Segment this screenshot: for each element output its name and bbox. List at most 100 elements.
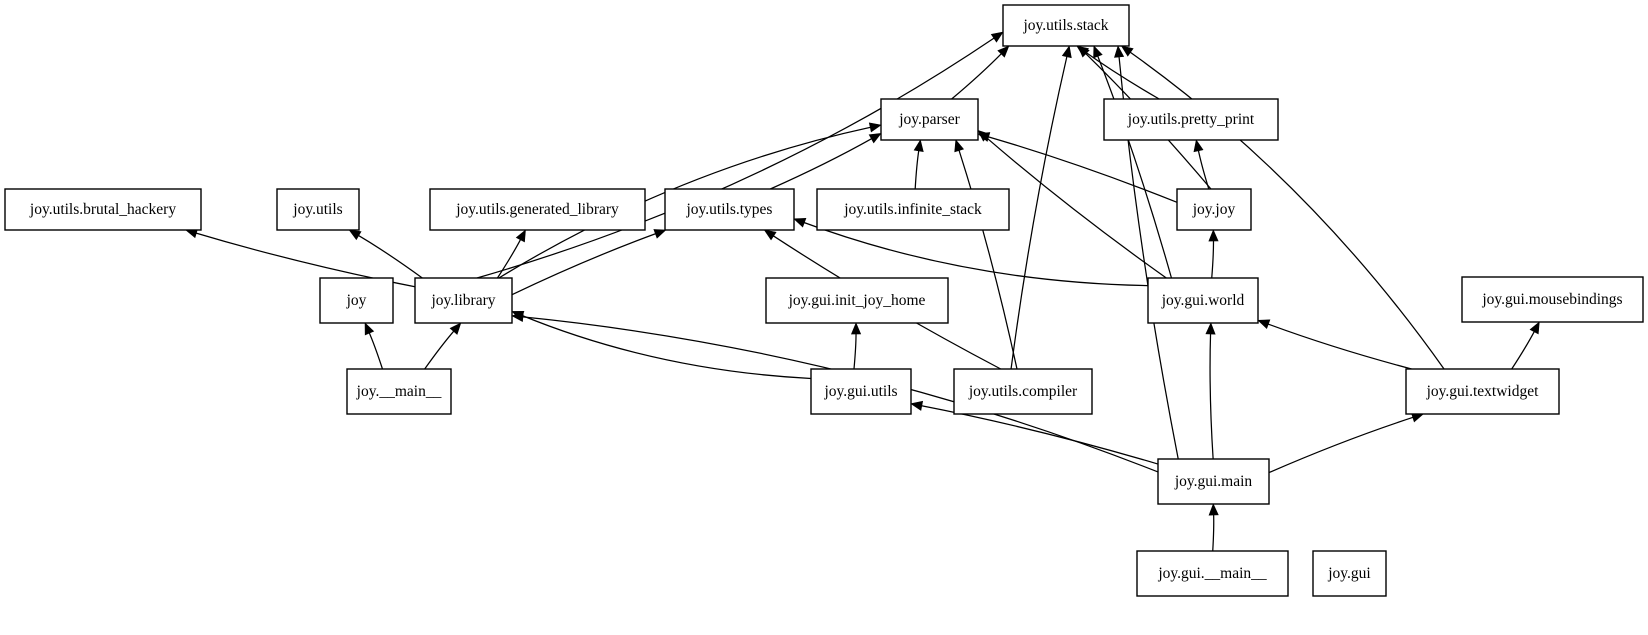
node-label: joy.gui xyxy=(1327,565,1371,582)
edge-utils_types-to-parser xyxy=(770,133,882,190)
edge-line xyxy=(1212,513,1215,552)
node-gui_init_joy_home[interactable]: joy.gui.init_joy_home xyxy=(765,277,949,324)
edge-line xyxy=(368,331,384,370)
edge-library-to-utils_types xyxy=(511,229,667,296)
node-box xyxy=(1312,550,1387,597)
arrow-head-icon xyxy=(1208,503,1219,516)
edge-gui_utils-to-gui_init_joy_home xyxy=(850,322,862,370)
edge-library-to-utils_generated xyxy=(496,229,526,279)
arrow-head-icon xyxy=(868,133,882,144)
node-label: joy.gui.__main__ xyxy=(1157,565,1267,582)
edge-library-to-utils xyxy=(348,229,423,279)
node-joy[interactable]: joy xyxy=(319,277,394,324)
arrow-head-icon xyxy=(1120,45,1134,57)
node-label: joy.gui.init_joy_home xyxy=(788,292,926,309)
edge-line xyxy=(1211,239,1215,279)
node-library[interactable]: joy.library xyxy=(414,277,513,324)
node-label: joy.joy xyxy=(1192,201,1236,218)
node-gui_mousebindings[interactable]: joy.gui.mousebindings xyxy=(1461,276,1644,323)
node-box xyxy=(346,368,452,415)
edge-line xyxy=(357,234,423,279)
edge-line xyxy=(1209,332,1214,460)
node-box xyxy=(880,98,979,141)
node-box xyxy=(1136,550,1289,597)
node-label: joy.gui.main xyxy=(1174,473,1253,490)
arrow-head-icon xyxy=(954,139,965,153)
node-utils_compiler[interactable]: joy.utils.compiler xyxy=(953,368,1093,415)
arrow-head-icon xyxy=(449,322,462,335)
node-utils_types[interactable]: joy.utils.types xyxy=(664,188,795,231)
arrow-head-icon xyxy=(850,322,862,335)
edge-utils_compiler-to-utils_stack xyxy=(1010,45,1072,370)
node-label: joy.utils.compiler xyxy=(968,383,1078,400)
arrow-head-icon xyxy=(1061,45,1072,59)
edge-line xyxy=(1084,51,1160,100)
node-gui_textwidget[interactable]: joy.gui.textwidget xyxy=(1405,368,1560,415)
edge-line xyxy=(958,148,1018,370)
arrow-head-icon xyxy=(1208,229,1219,242)
node-utils[interactable]: joy.utils xyxy=(276,188,360,231)
node-box xyxy=(414,277,513,324)
edge-gui_textwidget-to-gui_mousebindings xyxy=(1511,321,1540,370)
node-utils_stack[interactable]: joy.utils.stack xyxy=(1002,4,1130,47)
edge-line xyxy=(920,404,1159,465)
node-main_dunder[interactable]: joy.__main__ xyxy=(346,368,452,415)
edge-gui_world-to-utils_stack xyxy=(1093,45,1173,279)
edge-line xyxy=(984,136,1167,279)
edge-line xyxy=(914,149,920,190)
node-label: joy.gui.textwidget xyxy=(1426,383,1539,400)
edge-line xyxy=(1010,55,1068,370)
edge-library-to-parser xyxy=(498,122,882,279)
arrow-head-icon xyxy=(997,45,1010,58)
node-joy_joy[interactable]: joy.joy xyxy=(1176,188,1252,231)
edge-gui_main-to-gui_utils xyxy=(910,400,1159,465)
node-label: joy.parser xyxy=(898,111,960,128)
node-label: joy.__main__ xyxy=(356,383,442,400)
edge-gui_main_dunder-to-gui_main xyxy=(1208,503,1219,552)
edge-line xyxy=(1096,54,1173,279)
arrow-head-icon xyxy=(977,129,990,142)
arrow-head-icon xyxy=(1077,45,1090,58)
node-box xyxy=(953,368,1093,415)
node-utils_generated[interactable]: joy.utils.generated_library xyxy=(429,188,646,231)
node-parser[interactable]: joy.parser xyxy=(880,98,979,141)
node-label: joy.gui.mousebindings xyxy=(1481,291,1622,308)
node-label: joy.utils.stack xyxy=(1022,17,1108,34)
node-utils_infinite[interactable]: joy.utils.infinite_stack xyxy=(816,188,1010,231)
node-label: joy.utils.types xyxy=(686,201,773,218)
node-label: joy.gui.utils xyxy=(823,383,897,400)
node-box xyxy=(4,188,202,231)
node-box xyxy=(1147,277,1259,324)
node-utils_pretty_print[interactable]: joy.utils.pretty_print xyxy=(1103,98,1279,141)
node-label: joy.utils xyxy=(292,201,342,218)
arrow-head-icon xyxy=(1193,139,1204,153)
node-box xyxy=(1002,4,1130,47)
edge-line xyxy=(986,135,1178,203)
node-gui_main[interactable]: joy.gui.main xyxy=(1157,458,1270,505)
edge-line xyxy=(1511,330,1536,370)
edge-line xyxy=(1197,149,1210,190)
node-label: joy.library xyxy=(431,292,496,309)
arrow-head-icon xyxy=(515,229,526,243)
arrow-head-icon xyxy=(653,229,667,239)
arrow-head-icon xyxy=(511,310,525,321)
edge-parser-to-utils_stack xyxy=(951,45,1010,100)
node-gui[interactable]: joy.gui xyxy=(1312,550,1387,597)
nodes-layer: joy.utils.stack joy.parser joy.utils.prett… xyxy=(4,4,1644,597)
node-box xyxy=(664,188,795,231)
node-utils_brutal[interactable]: joy.utils.brutal_hackery xyxy=(4,188,202,231)
edge-line xyxy=(853,332,857,370)
node-label: joy.utils.brutal_hackery xyxy=(29,201,176,218)
node-box xyxy=(1103,98,1279,141)
edge-line xyxy=(1268,416,1415,474)
edge-main_dunder-to-joy xyxy=(364,322,384,370)
node-gui_main_dunder[interactable]: joy.gui.__main__ xyxy=(1136,550,1289,597)
node-gui_utils[interactable]: joy.gui.utils xyxy=(810,368,912,415)
edge-line xyxy=(520,314,812,380)
node-gui_world[interactable]: joy.gui.world xyxy=(1147,277,1259,324)
edge-gui_textwidget-to-gui_world xyxy=(1257,319,1412,370)
node-box xyxy=(276,188,360,231)
edge-utils_infinite-to-parser xyxy=(913,139,924,190)
